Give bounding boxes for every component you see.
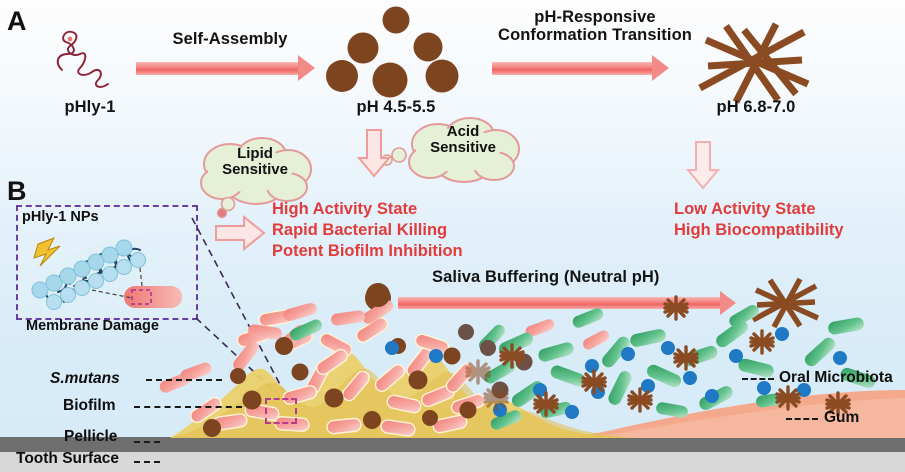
biofilm-zoom-target-box xyxy=(265,398,297,424)
leader-gum xyxy=(786,418,818,420)
acid-sensitive-label: Acid Sensitive xyxy=(403,123,523,157)
leader-s-mutans xyxy=(146,379,222,381)
acid-line1: Acid xyxy=(446,123,480,140)
high-line-3: Potent Biofilm Inhibition xyxy=(272,241,463,260)
leader-biofilm xyxy=(134,406,242,408)
phly1-np-illustration xyxy=(31,237,182,310)
leader-oral-microbiota xyxy=(742,378,774,380)
fiber-mesh-bundle xyxy=(698,22,810,104)
label-biofilm: Biofilm xyxy=(63,397,116,414)
label-tooth-surface: Tooth Surface xyxy=(16,450,120,467)
lipid-sensitive-label: Lipid Sensitive xyxy=(196,145,314,179)
inset-leader-lines xyxy=(191,217,285,397)
lipid-line2: Sensitive xyxy=(222,161,288,179)
saliva-buffering-label: Saliva Buffering (Neutral pH) xyxy=(432,268,660,286)
ph-responsive-label-line1: pH-Responsive xyxy=(534,8,656,26)
low-line-1: Low Activity State xyxy=(674,200,816,218)
low-activity-state-text: Low Activity State High Biocompatibility xyxy=(674,199,844,241)
membrane-damage-caption: Membrane Damage xyxy=(26,318,159,334)
ph-responsive-label-line2: Conformation Transition xyxy=(498,26,692,44)
high-line-2: Rapid Bacterial Killing xyxy=(272,220,448,239)
acid-sensitive-cloud-shape xyxy=(408,117,520,183)
low-line-2: High Biocompatibility xyxy=(674,220,844,239)
ph-45-55-label: pH 4.5-5.5 xyxy=(356,98,436,116)
ph-68-70-label: pH 6.8-7.0 xyxy=(716,98,796,116)
lipid-sensitive-cloud-shape xyxy=(200,137,312,205)
high-activity-state-text: High Activity State Rapid Bacterial Kill… xyxy=(272,199,463,261)
label-gum: Gum xyxy=(824,409,860,426)
transition-fiber-mesh xyxy=(751,277,820,329)
gum-tissue xyxy=(560,390,905,438)
acid-line2: Sensitive xyxy=(430,139,496,157)
inset-title: pHly-1 NPs xyxy=(22,209,99,225)
tooth-surface-layer xyxy=(0,452,905,472)
low-activity-down-arrow-icon xyxy=(685,141,721,190)
label-s-mutans: S.mutans xyxy=(50,370,120,387)
high-line-1: High Activity State xyxy=(272,200,418,218)
self-assembly-label: Self-Assembly xyxy=(172,30,288,48)
lipid-line1: Lipid xyxy=(237,145,273,162)
conformation-transition-arrow xyxy=(492,55,669,81)
lipid-cloud-bubbles xyxy=(216,196,236,219)
label-pellicle: Pellicle xyxy=(64,428,118,445)
label-oral-microbiota: Oral Microbiota xyxy=(779,369,893,386)
panel-a-letter: A xyxy=(7,6,27,36)
acid-down-arrow-icon xyxy=(356,129,392,178)
pellicle-layer xyxy=(0,437,905,452)
self-assembly-arrow xyxy=(136,55,315,81)
leader-tooth-surface xyxy=(134,461,160,463)
phly1-polymer-chain xyxy=(56,30,109,88)
saliva-buffering-arrow xyxy=(398,291,736,315)
nanoparticle-cluster xyxy=(326,6,459,98)
phly1-label: pHly-1 xyxy=(64,98,116,116)
panel-b-letter: B xyxy=(7,176,27,206)
lipid-right-arrow-icon xyxy=(215,214,266,252)
leader-pellicle xyxy=(134,441,160,443)
